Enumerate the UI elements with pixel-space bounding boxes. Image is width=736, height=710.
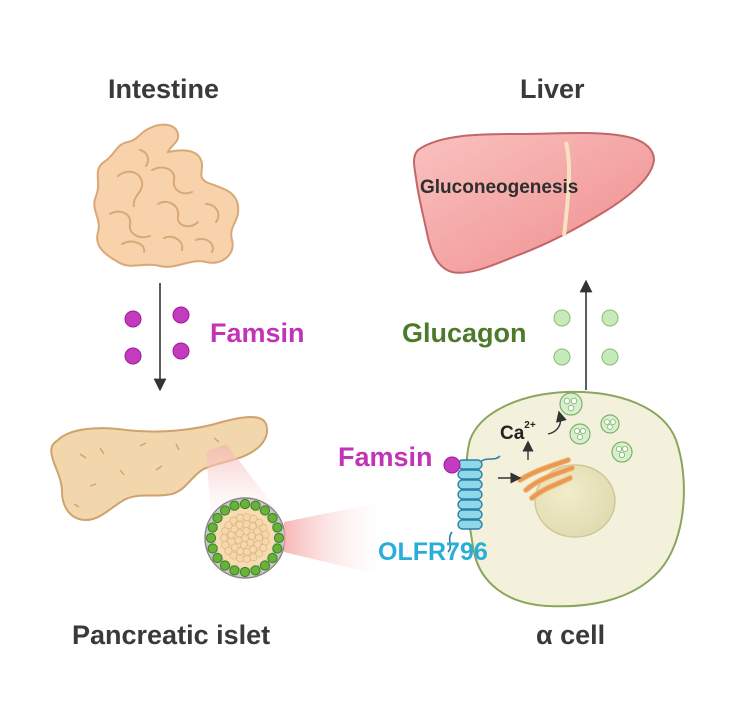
islet-beta-cell <box>235 520 244 529</box>
islet-beta-cell <box>221 540 230 549</box>
glucagon-label: Glucagon <box>402 318 527 348</box>
liver-label: Liver <box>520 74 585 104</box>
islet-beta-cell <box>247 531 256 540</box>
islet-beta-cell <box>234 536 243 545</box>
islet-beta-cell <box>259 544 268 553</box>
calcium-arrow <box>547 410 567 435</box>
liver-illustration <box>413 132 656 274</box>
olfr796-receptor-icon <box>447 455 501 553</box>
receptor-helix <box>457 499 483 510</box>
islet-alpha-cell <box>250 500 261 511</box>
islet-beta-cell <box>261 530 270 539</box>
islet-alpha-cell <box>239 566 251 578</box>
calcium-charge: 2+ <box>524 419 536 431</box>
receptor-helix <box>457 479 483 490</box>
islet-alpha-cell <box>272 543 283 554</box>
liver-ligament <box>562 141 572 237</box>
islet-beta-cell <box>242 513 251 522</box>
famsin-molecules-left <box>124 306 190 365</box>
islet-alpha-cell <box>219 505 231 516</box>
islet-beta-cell <box>235 513 244 522</box>
islet-beta-cell <box>254 533 263 542</box>
islet-beta-cell <box>246 538 255 547</box>
islet-beta-cell <box>220 533 229 542</box>
pancreatic-islet-label: Pancreatic islet <box>72 620 271 650</box>
olfr796-label: OLFR796 <box>378 538 488 566</box>
famsin-bound-molecule <box>443 456 461 474</box>
receptor-helix <box>457 469 483 480</box>
secretory-vesicles <box>559 392 633 463</box>
calcium-label: Ca2+ <box>500 420 536 444</box>
receptor-helix <box>457 509 483 520</box>
islet-beta-cell <box>255 549 264 558</box>
islet-alpha-cell <box>267 552 278 564</box>
islet-alpha-cell <box>267 512 278 524</box>
receptor-helix <box>457 519 483 530</box>
islet-beta-cell <box>249 514 258 523</box>
islet-alpha-cell <box>207 522 218 533</box>
islet-alpha-cell <box>250 565 261 576</box>
islet-alpha-cell <box>273 532 285 544</box>
islet-beta-cell <box>249 553 258 562</box>
islet-beta-cell <box>248 522 257 531</box>
islet-beta-cell <box>235 554 244 563</box>
islet-alpha-cell <box>259 560 271 571</box>
calcium-symbol: Ca <box>500 423 525 444</box>
alpha-cell-label: α cell <box>536 620 606 650</box>
islet-beta-cell <box>249 545 258 554</box>
islet-alpha-cell <box>205 532 217 544</box>
islet-beta-cell <box>242 554 251 563</box>
islet-alpha-cell <box>229 500 240 511</box>
islet-beta-cell <box>221 527 230 536</box>
islet-alpha-cell <box>259 505 271 516</box>
pancreas-texture <box>73 437 220 508</box>
islet-beta-cell <box>230 524 239 533</box>
islet-beta-cell <box>261 537 270 546</box>
receptor-helix <box>457 489 483 500</box>
gluconeogenesis-label: Gluconeogenesis <box>420 177 579 198</box>
islet-alpha-cell <box>239 498 251 510</box>
alpha-cell-illustration <box>465 390 685 608</box>
zoom-beam-islet <box>284 500 392 578</box>
islet-alpha-cell <box>212 552 223 564</box>
intestine-illustration <box>93 123 240 268</box>
glucagon-granules <box>553 309 619 366</box>
famsin-label-receptor: Famsin <box>338 442 433 472</box>
endoplasmic-reticulum <box>517 457 575 501</box>
islet-beta-cell <box>259 524 268 533</box>
intestine-label: Intestine <box>108 74 220 104</box>
islet-alpha-cell <box>229 565 240 576</box>
receptor-helix <box>457 459 483 470</box>
islet-beta-cell <box>224 546 233 555</box>
islet-beta-cell <box>224 521 233 530</box>
famsin-label-intestine: Famsin <box>210 318 305 348</box>
islet-beta-cell <box>253 540 262 549</box>
islet-alpha-cell <box>212 512 223 524</box>
islet-alpha-cell <box>272 522 283 533</box>
islet-beta-cell <box>255 518 264 527</box>
pancreatic-islet-illustration <box>204 497 286 579</box>
islet-alpha-cell <box>219 560 231 571</box>
islet-alpha-cell <box>207 543 218 554</box>
islet-beta-cell <box>239 540 248 549</box>
